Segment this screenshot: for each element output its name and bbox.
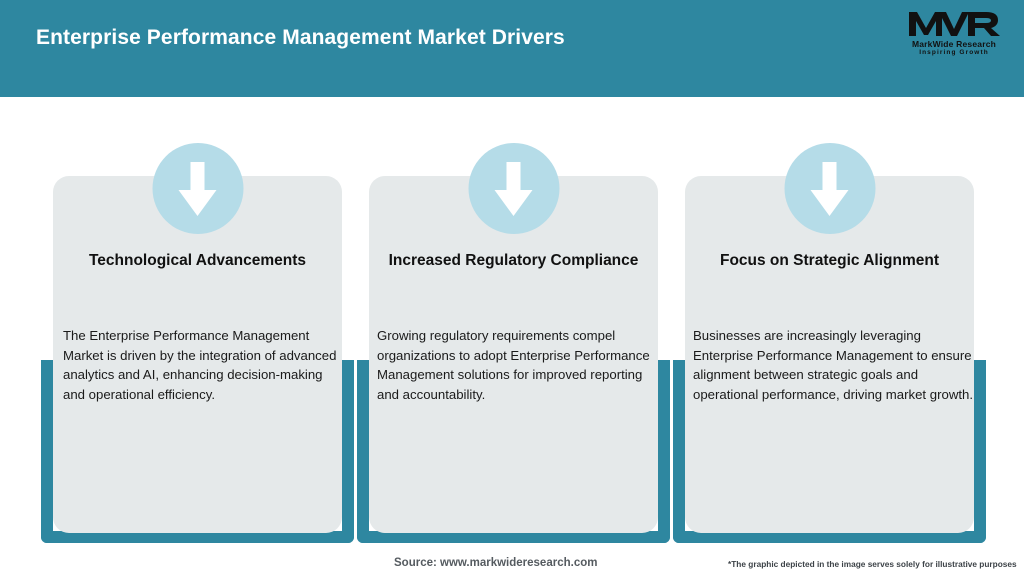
card-frame-accent (357, 360, 670, 543)
card-icon-circle (784, 143, 875, 234)
card-body-text: The Enterprise Performance Management Ma… (63, 328, 337, 402)
page-title: Enterprise Performance Management Market… (36, 26, 565, 49)
logo-company-name: MarkWide Research (911, 39, 997, 49)
mwr-logo-icon (909, 12, 1000, 36)
card-panel (53, 176, 342, 533)
logo-tagline: Inspiring Growth (919, 49, 989, 56)
source-label: Source: www.markwideresearch.com (394, 557, 598, 569)
card-title: Technological Advancements (88, 252, 307, 269)
card-frame-accent (673, 360, 986, 543)
down-arrow-icon (494, 161, 533, 216)
down-arrow-icon (810, 161, 849, 216)
down-arrow-icon (178, 161, 217, 216)
card-panel (369, 176, 658, 533)
card-icon-circle (468, 143, 559, 234)
card-frame-accent (41, 360, 354, 543)
disclaimer-note: *The graphic depicted in the image serve… (728, 559, 1017, 569)
card-body-text: Businesses are increasingly leveraging E… (693, 328, 974, 402)
header-band: Enterprise Performance Management Market… (0, 0, 1024, 97)
card-title: Focus on Strategic Alignment (719, 252, 940, 269)
card-title: Increased Regulatory Compliance (388, 252, 639, 269)
brand-logo: MarkWide Research Inspiring Growth (906, 8, 1002, 62)
card-icon-circle (152, 143, 243, 234)
card-panel (685, 176, 974, 533)
card-body-text: Growing regulatory requirements compel o… (377, 328, 650, 402)
